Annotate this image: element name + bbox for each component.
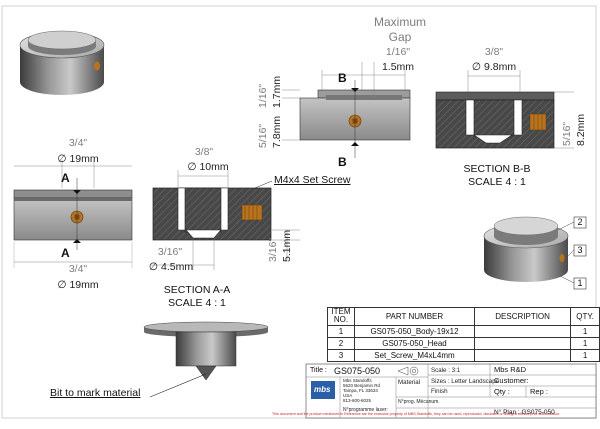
section-b-scale: SCALE 4 : 1 xyxy=(468,176,526,188)
bom-header-part: PART NUMBER xyxy=(353,307,476,326)
scale-field: Scale : 3:1 xyxy=(431,367,461,374)
drawing-title: GS075-050 xyxy=(334,366,381,376)
iso-view-right xyxy=(483,216,587,290)
bom-header-item: ITEM NO. xyxy=(327,307,355,326)
section-a-top-diameter-mm: ∅ 10mm xyxy=(187,161,229,173)
balloon-1-label: 1 xyxy=(577,278,583,288)
mecanum-program-field: N°prog. Mécanum. xyxy=(398,399,440,405)
section-b-marker-bottom: B xyxy=(338,155,347,169)
address-line-3: Tampa, FL 33634 xyxy=(343,388,378,393)
balloon-3-label: 3 xyxy=(577,245,583,255)
front-bottom-diameter-mm: ∅ 19mm xyxy=(57,279,99,291)
gap-height-inch: 1/16" xyxy=(257,83,269,108)
max-gap-inch: 1/16" xyxy=(385,46,411,58)
bom-description xyxy=(474,336,572,350)
company-name: Mbs R&D xyxy=(494,365,527,374)
front-bottom-diameter-inch: 3/4" xyxy=(68,263,88,275)
title-label: Title : xyxy=(310,367,327,374)
section-a-title: SECTION A-A xyxy=(163,284,231,296)
bom-part-number: Set_Screw_M4xL4mm xyxy=(353,348,476,362)
gap-height-mm: 1.7mm xyxy=(271,75,283,108)
bill-of-materials: ITEM NO. PART NUMBER DESCRIPTION QTY. 1 … xyxy=(327,307,600,362)
set-screw-label: M4x4 Set Screw xyxy=(274,174,351,186)
bom-qty: 1 xyxy=(570,348,600,362)
section-b-view xyxy=(435,70,574,149)
body-height-mm: 7.8mm xyxy=(271,115,283,148)
qty-field: Qty : xyxy=(494,387,510,396)
bom-header-row: ITEM NO. PART NUMBER DESCRIPTION QTY. xyxy=(327,307,600,326)
section-b-height-inch: 5/16" xyxy=(561,121,573,146)
bom-part-number: GS075-050_Body-19x12 xyxy=(353,324,476,338)
logo-text: mbs xyxy=(314,385,331,394)
front-view xyxy=(13,160,133,268)
address-line-2: 5620 Benjamin Rd xyxy=(343,383,381,388)
section-b-title: SECTION B-B xyxy=(463,163,531,175)
max-gap-title: Maximum xyxy=(373,15,426,29)
section-a-view xyxy=(150,170,300,270)
address-line-5: 813-600-6025 xyxy=(343,398,372,403)
max-gap-mm: 1.5mm xyxy=(381,61,415,73)
bom-part-number: GS075-050_Head xyxy=(353,336,476,350)
section-a-depth-inch: 3/16" xyxy=(267,237,279,262)
section-a-scale: SCALE 4 : 1 xyxy=(168,297,226,309)
side-view-b xyxy=(282,70,411,158)
customer-field: Customer: xyxy=(494,376,529,385)
laser-program-field: N°programme laser: xyxy=(343,407,388,413)
max-gap-dimension xyxy=(361,62,375,98)
address-line-4: USA xyxy=(343,393,353,398)
max-gap-title-line2: Gap xyxy=(388,30,412,44)
bom-qty: 1 xyxy=(570,324,600,338)
bom-header-qty: QTY. xyxy=(570,307,600,326)
balloon-2 xyxy=(573,216,587,229)
section-a-marker-bottom: A xyxy=(61,246,70,260)
balloon-1 xyxy=(573,277,587,290)
section-a-marker-top: A xyxy=(61,171,70,185)
body-height-inch: 5/16" xyxy=(257,123,269,148)
section-b-marker-top: B xyxy=(338,71,347,85)
head-diameter-inch: 3/8" xyxy=(484,46,504,58)
section-b-height-mm: 8.2mm xyxy=(575,113,587,146)
company-logo xyxy=(311,381,335,399)
bom-description xyxy=(474,348,572,362)
front-top-diameter-inch: 3/4" xyxy=(68,137,88,149)
bit-view xyxy=(143,321,269,398)
bom-item-no: 3 xyxy=(327,348,355,362)
bom-description xyxy=(474,324,572,338)
balloon-3 xyxy=(573,244,587,257)
head-diameter-mm: ∅ 9.8mm xyxy=(471,61,517,73)
title-block-frame xyxy=(305,363,597,419)
rep-field: Rep : xyxy=(530,387,548,396)
balloon-2-label: 2 xyxy=(577,217,583,227)
disclaimer-text: This document and the product mentioned … xyxy=(272,412,561,416)
section-a-top-diameter-inch: 3/8" xyxy=(194,146,214,158)
bom-item-no: 1 xyxy=(327,324,355,338)
bom-qty: 1 xyxy=(570,336,600,350)
plan-number: N° Plan : GS075-050 xyxy=(494,409,555,416)
bom-item-no: 2 xyxy=(327,336,355,350)
iso-view-top-left xyxy=(19,30,105,95)
address-line-1: Mbs Standoffs xyxy=(343,378,372,383)
sizes-field: Sizes : Letter Landscape xyxy=(431,378,500,385)
material-field: Material xyxy=(398,379,421,386)
finish-field: Finish xyxy=(431,388,448,395)
front-top-diameter-mm: ∅ 19mm xyxy=(57,153,99,165)
section-a-bottom-diameter-inch: 3/16" xyxy=(157,246,183,258)
section-a-depth-mm: 5.1mm xyxy=(281,229,293,262)
table-row: 3 Set_Screw_M4xL4mm 1 xyxy=(327,348,600,362)
table-row: 1 GS075-050_Body-19x12 1 xyxy=(327,324,600,338)
section-a-bottom-diameter-mm: ∅ 4.5mm xyxy=(148,261,194,273)
bom-header-description: DESCRIPTION xyxy=(474,307,572,326)
bit-label: Bit to mark material xyxy=(50,387,141,399)
table-row: 2 GS075-050_Head 1 xyxy=(327,336,600,350)
